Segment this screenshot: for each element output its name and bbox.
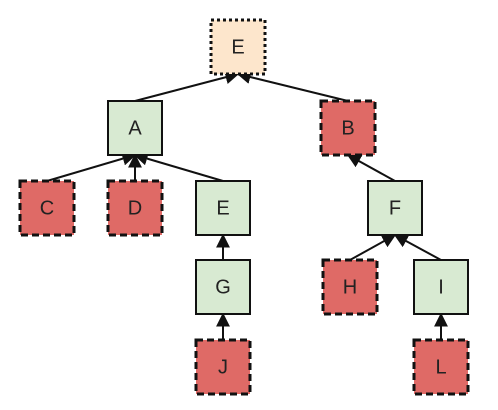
node-label-i: I [438,276,444,298]
node-box-e2 [195,180,251,236]
edge-b-to-root [236,70,349,102]
node-root: E [209,18,267,76]
node-label-f: F [389,197,401,219]
node-label-root: E [231,36,244,58]
node-label-d: D [128,197,142,219]
node-label-l: L [435,356,446,378]
node-i: I [413,259,469,315]
node-label-e2: E [216,197,229,219]
node-label-a: A [128,117,142,139]
node-label-h: H [343,276,357,298]
node-box-c [18,179,76,237]
edge-e2-to-a [133,151,224,182]
node-label-b: B [341,117,354,139]
edge-f-to-b [346,154,396,182]
edge-a-to-root [134,70,240,102]
edges-layer [46,70,448,340]
node-b: B [319,99,377,157]
node-e2: E [195,180,251,236]
node-l: L [412,338,470,396]
node-a: A [107,100,163,156]
node-label-g: G [215,276,231,298]
node-f: F [367,180,423,236]
node-box-h [321,258,379,316]
node-g: G [195,259,251,315]
node-box-g [195,259,251,315]
node-box-b [319,99,377,157]
node-box-d [106,179,164,237]
node-box-a [107,100,163,156]
node-box-j [194,338,252,396]
node-box-i [413,259,469,315]
edge-c-to-a [46,151,137,182]
nodes-layer: E A B C D E G J F H I L [18,18,470,396]
node-j: J [194,338,252,396]
node-box-l [412,338,470,396]
node-c: C [18,179,76,237]
edge-i-to-f [393,234,442,261]
node-box-f [367,180,423,236]
node-h: H [321,258,379,316]
node-d: D [106,179,164,237]
node-label-c: C [40,197,54,219]
node-box-root [209,18,267,76]
edge-h-to-f [349,234,397,261]
node-label-j: J [218,356,228,378]
